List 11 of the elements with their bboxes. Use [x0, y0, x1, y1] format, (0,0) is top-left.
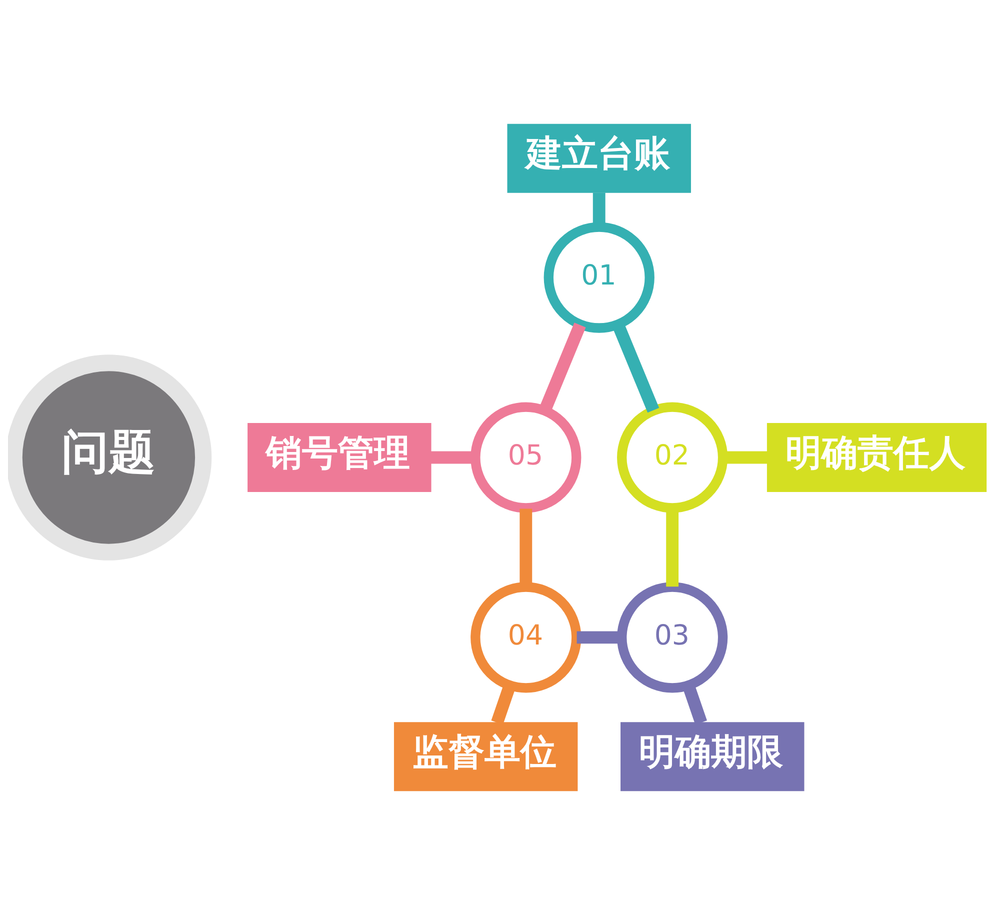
- node-box: 明确责任人: [766, 422, 987, 492]
- node-circle: 03: [617, 582, 728, 692]
- node-circle: 02: [617, 402, 728, 512]
- node-box: 销号管理: [248, 422, 432, 492]
- node-circle: 04: [470, 582, 582, 692]
- node-circle: 05: [470, 402, 582, 512]
- node-box: 建立台账: [507, 123, 691, 192]
- node-box: 监督单位: [394, 722, 578, 791]
- node-circle: 01: [544, 222, 654, 332]
- node-circle: 问题: [8, 354, 212, 560]
- node-box: 明确期限: [620, 722, 804, 791]
